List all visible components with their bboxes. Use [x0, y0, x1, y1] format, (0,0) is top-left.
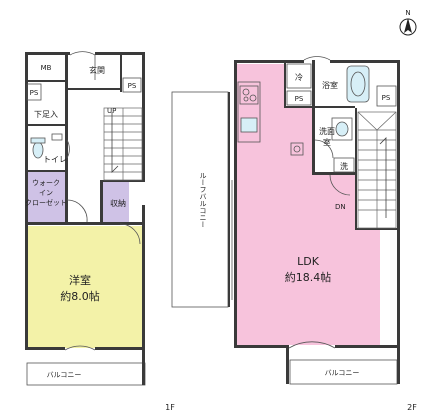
- balcony-1f-outline: [26, 362, 146, 386]
- shoe-storage-label: 下足入: [34, 110, 58, 119]
- floor2-label: 2F: [407, 403, 417, 412]
- balcony-2f-label: バルコニー: [325, 369, 360, 377]
- ps-left-label: PS: [30, 89, 39, 97]
- stair-1f: [103, 107, 143, 181]
- toilet-fixture: [32, 141, 44, 159]
- ps-kitchen-label: PS: [295, 95, 304, 103]
- ldk-fill: [236, 64, 380, 345]
- ldk-size-label: 約18.4帖: [285, 270, 332, 284]
- ps-right-label: PS: [382, 94, 391, 102]
- storage-label: 収納: [110, 198, 126, 208]
- storage-fill: [103, 182, 129, 222]
- stair-down-label: DN: [335, 203, 346, 211]
- roof-balcony-label: ルーフバルコニー: [199, 172, 207, 228]
- bedroom-fill: [27, 226, 145, 348]
- bathtub: [346, 65, 370, 103]
- entrance-label: 玄関: [89, 65, 105, 75]
- ps-top-label: PS: [128, 82, 137, 90]
- bedroom-size-label: 約8.0帖: [60, 289, 100, 303]
- walkin-closet-label-3: クローゼット: [25, 198, 67, 207]
- stove: [239, 85, 259, 105]
- kitchen-sink: [240, 117, 258, 133]
- floor2-plan: 冷 PS 浴室 PS 洗面 室 洗 ルーフバルコニー DN LDK 約18.4帖…: [171, 56, 417, 412]
- toilet-label: トイレ: [43, 155, 67, 164]
- stair-2f: [357, 111, 397, 229]
- compass-north-label: N: [405, 9, 410, 17]
- washroom-label-2: 室: [323, 137, 331, 147]
- wash-basin: [335, 121, 349, 137]
- floor1-plan: MB 玄関 PS PS 下足入 トイレ ウォーク イン クローゼット 収納 UP…: [25, 51, 175, 412]
- fridge-label: 冷: [295, 72, 303, 82]
- kitchen-counter: [237, 81, 261, 143]
- washer-label: 洗: [340, 161, 348, 171]
- balcony-1f-label: バルコニー: [47, 371, 82, 379]
- stair-up-label: UP: [107, 107, 116, 115]
- floor1-label: 1F: [165, 403, 175, 412]
- compass: N: [399, 9, 417, 36]
- ldk-name-label: LDK: [297, 255, 320, 268]
- washroom-label-1: 洗面: [319, 126, 335, 136]
- bedroom-name-label: 洋室: [69, 273, 91, 287]
- walkin-closet-fill: [27, 172, 67, 224]
- walkin-closet-label-1: ウォーク: [32, 179, 60, 187]
- mb-label: MB: [41, 64, 52, 72]
- compass-arrow-icon: [404, 18, 412, 33]
- walkin-closet-label-2: イン: [39, 189, 53, 197]
- bathroom-label: 浴室: [322, 80, 338, 90]
